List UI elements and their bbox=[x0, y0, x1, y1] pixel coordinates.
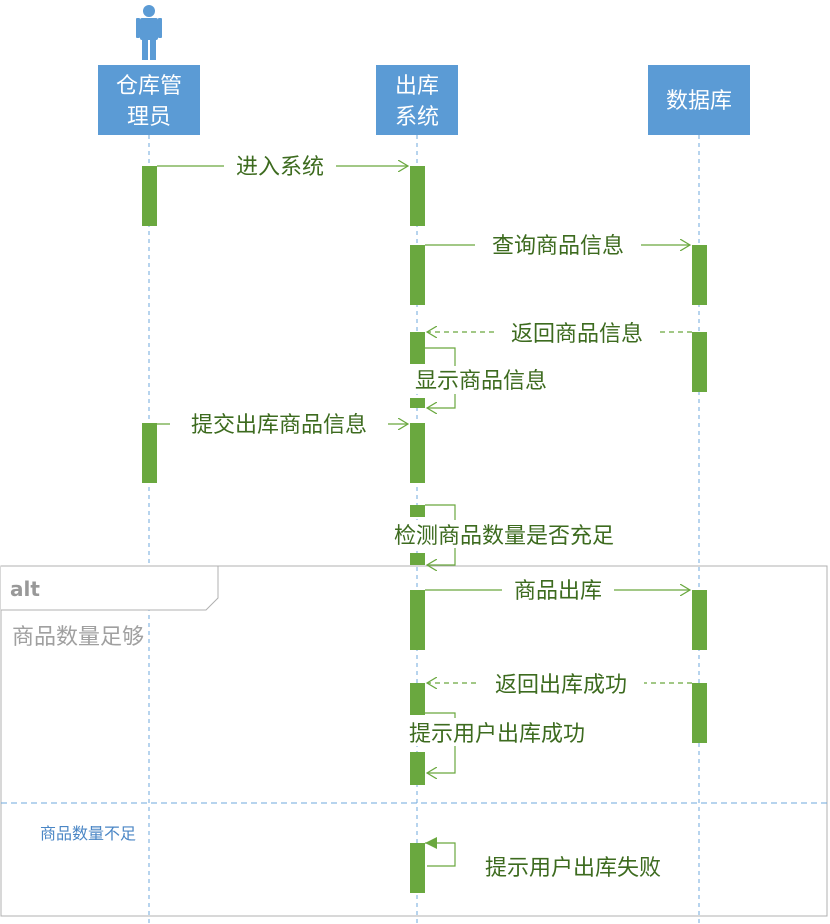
message-return-success: 返回出库成功 bbox=[427, 669, 692, 698]
message-label: 返回出库成功 bbox=[495, 673, 627, 698]
message-product-outbound: 商品出库 bbox=[425, 576, 690, 604]
activation-bar bbox=[692, 245, 707, 305]
message-label: 商品出库 bbox=[514, 579, 602, 604]
participant-database-label: 数据库 bbox=[666, 89, 732, 114]
activation-bar bbox=[410, 245, 425, 305]
activation-bar bbox=[692, 683, 707, 743]
activation-bar bbox=[410, 683, 425, 715]
message-submit-outbound: 提交出库商品信息 bbox=[157, 410, 408, 438]
message-label: 提示用户出库成功 bbox=[409, 722, 585, 747]
participant-outbound-system-line2: 系统 bbox=[395, 105, 439, 130]
message-notify-failure: 提示用户出库失败 bbox=[425, 837, 684, 881]
participant-database: 数据库 bbox=[648, 65, 750, 135]
activation-bar bbox=[410, 332, 425, 364]
activation-bar bbox=[692, 332, 707, 392]
activation-bar bbox=[410, 423, 425, 483]
activation-bar bbox=[410, 752, 425, 785]
activation-bar bbox=[142, 166, 157, 226]
activation-bar bbox=[692, 590, 707, 650]
message-label: 提示用户出库失败 bbox=[485, 856, 661, 881]
participant-warehouse-manager-line1: 仓库管 bbox=[116, 74, 182, 99]
message-enter-system: 进入系统 bbox=[157, 152, 408, 180]
activation-bar bbox=[410, 166, 425, 226]
activation-bar bbox=[410, 553, 425, 565]
activation-bar bbox=[410, 398, 425, 408]
message-notify-success: 提示用户出库成功 bbox=[386, 712, 608, 773]
participant-warehouse-manager-line2: 理员 bbox=[127, 105, 171, 130]
alt-guard-insufficient: 商品数量不足 bbox=[40, 824, 136, 843]
alt-frame: alt 商品数量足够 商品数量不足 bbox=[0, 565, 828, 917]
activation-bar bbox=[142, 423, 157, 483]
message-label: 进入系统 bbox=[236, 155, 324, 180]
alt-guard-sufficient: 商品数量足够 bbox=[12, 625, 144, 650]
message-label: 查询商品信息 bbox=[492, 234, 624, 259]
participant-warehouse-manager: 仓库管 理员 bbox=[98, 65, 200, 135]
message-check-quantity: 检测商品数量是否充足 bbox=[368, 504, 640, 565]
activation-bar bbox=[410, 590, 425, 650]
message-return-product: 返回商品信息 bbox=[427, 318, 692, 347]
message-label: 提交出库商品信息 bbox=[191, 413, 367, 438]
message-label: 显示商品信息 bbox=[415, 369, 547, 394]
message-label: 检测商品数量是否充足 bbox=[394, 524, 614, 549]
participant-outbound-system: 出库 系统 bbox=[376, 65, 458, 135]
alt-tag: alt bbox=[10, 577, 40, 601]
activation-bar bbox=[410, 843, 425, 893]
participant-outbound-system-line1: 出库 bbox=[395, 74, 439, 99]
message-show-product: 显示商品信息 bbox=[398, 347, 564, 408]
actor-icon bbox=[136, 5, 162, 60]
activation-bar bbox=[410, 505, 425, 517]
message-query-product: 查询商品信息 bbox=[425, 231, 690, 259]
message-label: 返回商品信息 bbox=[511, 322, 643, 347]
